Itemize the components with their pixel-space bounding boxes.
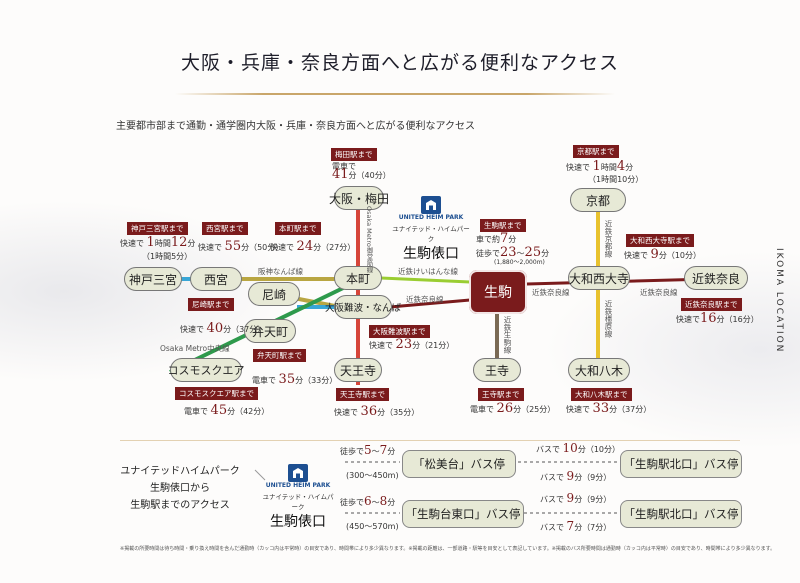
access-namba-time: 快速で 23分（21分） xyxy=(369,337,455,352)
walk-dist-1: (300～450m) xyxy=(346,471,399,480)
logo-jp: ユナイテッド・ハイムパーク xyxy=(392,225,470,243)
kashihara-line-label: 近鉄橿原線 xyxy=(604,300,613,338)
access-kobe-alt: （1時間5分） xyxy=(142,252,193,261)
access-kyoto-label: 京都駅まで xyxy=(573,145,619,158)
bus-stop-ikomadai-higashiguchi[interactable]: 「生駒台東口」バス停 xyxy=(402,500,524,528)
station-bentencho[interactable]: 弁天町 xyxy=(244,319,296,343)
access-cosmo-time: 電車で 45分（42分） xyxy=(184,403,270,418)
access-kobe-label: 神戸三宮駅まで xyxy=(127,222,188,235)
bus-heading: ユナイテッドハイムパーク 生駒俵口から 生駒駅までのアクセス xyxy=(120,466,240,511)
station-namba[interactable]: 大阪難波・なんば xyxy=(325,295,401,319)
kintetsu-nara-label-east: 近鉄奈良線 xyxy=(640,288,678,297)
station-cosmo-square[interactable]: コスモスクエア xyxy=(168,358,245,382)
access-ikoma-car: 車で約7分 xyxy=(476,231,517,246)
logo-name: 生駒俵口 xyxy=(403,246,459,262)
access-nishinomiya-label: 西宮駅まで xyxy=(202,222,248,235)
bus-time-2: バスで 9分（9分） xyxy=(540,469,612,483)
access-kobe-time: 快速で 1時間12分 xyxy=(120,235,196,250)
midosuji-line-label: Osaka Metro御堂筋線 xyxy=(365,206,373,273)
access-yagi-time: 快速で 33分（37分） xyxy=(566,401,652,416)
station-amagasaki[interactable]: 尼崎 xyxy=(248,282,300,306)
house-icon xyxy=(421,196,441,214)
station-kyoto[interactable]: 京都 xyxy=(570,188,626,212)
brand-logo-bus: UNITED HEIM PARK ユナイテッド・ハイムパーク 生駒俵口 xyxy=(262,464,334,531)
brand-logo: UNITED HEIM PARK ユナイテッド・ハイムパーク 生駒俵口 xyxy=(392,196,470,263)
access-tennoji-time: 快速で 36分（35分） xyxy=(334,404,420,419)
station-umeda[interactable]: 大阪・梅田 xyxy=(329,186,389,210)
station-honmachi[interactable]: 本町 xyxy=(334,266,382,290)
access-bentencho-label: 弁天町駅まで xyxy=(253,349,306,362)
bus-stop-ikoma-kitaguchi-2[interactable]: 「生駒駅北口」バス停 xyxy=(620,500,742,528)
access-umeda-time: 41分（40分） xyxy=(332,167,391,182)
station-ikoma[interactable]: 生駒 xyxy=(469,270,527,314)
station-saidaiji[interactable]: 大和西大寺 xyxy=(568,266,630,290)
kintetsu-nara-label-mid: 近鉄奈良線 xyxy=(532,288,570,297)
access-amagasaki-time: 快速で 40分（37分） xyxy=(180,321,266,336)
station-tennoji[interactable]: 天王寺 xyxy=(334,358,382,382)
access-nara-label: 近鉄奈良駅まで xyxy=(681,298,742,311)
bus-stop-shobidai[interactable]: 「松美台」バス停 xyxy=(402,450,516,478)
walk-time-1: 徒歩で5～7分 xyxy=(340,443,396,457)
bus-divider-left xyxy=(254,469,266,481)
title-divider xyxy=(175,93,615,95)
access-saidaiji-time: 快速で 9分（10分） xyxy=(624,247,702,262)
access-bentencho-time: 電車で 35分（33分） xyxy=(252,372,338,387)
kyoto-line-label: 近鉄京都線 xyxy=(604,220,613,258)
station-oji[interactable]: 王寺 xyxy=(473,358,521,382)
access-umeda-mode: 電車で xyxy=(332,162,356,171)
access-honmachi-label: 本町駅まで xyxy=(275,222,321,235)
access-saidaiji-label: 大和西大寺駅まで xyxy=(626,234,694,247)
access-kyoto-alt: （1時間10分） xyxy=(588,175,644,184)
access-kyoto-time: 快速で 1時間4分 xyxy=(566,159,634,174)
access-ikoma-dist: (1,880～2,000m) xyxy=(494,259,545,266)
access-tennoji-label: 天王寺駅まで xyxy=(336,388,389,401)
walk-dist-2: (450～570m) xyxy=(346,522,399,531)
keihanna-line xyxy=(379,276,471,284)
access-honmachi-time: 快速で 24分（27分） xyxy=(270,239,356,254)
kintetsu-nara-label-west: 近鉄奈良線 xyxy=(406,295,444,304)
page-title: 大阪・兵庫・奈良方面へと広がる便利なアクセス xyxy=(180,52,620,74)
access-namba-label: 大阪難波駅まで xyxy=(369,325,430,338)
access-umeda-label: 梅田駅まで xyxy=(331,148,377,161)
section-divider xyxy=(120,440,740,441)
subtitle: 主要都市部まで通勤・通学圏内大阪・兵庫・奈良方面へと広がる便利なアクセス xyxy=(116,121,475,132)
access-amagasaki-label: 尼崎駅まで xyxy=(188,298,234,311)
access-nishinomiya-time: 快速で 55分（50分） xyxy=(198,239,284,254)
house-icon xyxy=(288,464,308,482)
bus-time-3: バスで 9分（9分） xyxy=(540,491,612,505)
logo-en: UNITED HEIM PARK xyxy=(398,214,464,221)
station-nishinomiya[interactable]: 西宮 xyxy=(190,267,242,291)
access-oji-time: 電車で 26分（25分） xyxy=(470,401,556,416)
kintetsu-nara-line-west xyxy=(389,298,471,309)
footnote: ※掲載の所要時間は待ち時間・乗り換え時間を含んだ通勤時（カッコ内は平常時）の目安… xyxy=(120,546,776,552)
access-ikoma-walk: 徒歩で23～25分 xyxy=(476,245,550,260)
bus-time-4: バスで 7分（7分） xyxy=(540,519,612,533)
hanshin-line-label: 阪神なんば線 xyxy=(258,267,303,276)
side-label: IKOMA LOCATION xyxy=(774,248,784,354)
station-kobe-sannomiya[interactable]: 神戸三宮 xyxy=(124,267,182,291)
access-oji-label: 王寺駅まで xyxy=(478,388,524,401)
access-yagi-label: 大和八木駅まで xyxy=(571,388,632,401)
bus-time-1: バスで 10分（10分） xyxy=(536,441,621,455)
access-ikoma-label: 生駒駅まで xyxy=(480,219,526,232)
bus-stop-ikoma-kitaguchi-1[interactable]: 「生駒駅北口」バス停 xyxy=(620,450,742,478)
chuo-line-label: Osaka Metro中央線 xyxy=(160,344,230,353)
keihanna-line-label: 近鉄けいはんな線 xyxy=(398,267,458,276)
station-kintetsu-nara[interactable]: 近鉄奈良 xyxy=(684,266,748,290)
walk-time-2: 徒歩で6～8分 xyxy=(340,494,396,508)
access-nara-time: 快速で16分（16分） xyxy=(676,311,759,326)
access-cosmo-label: コスモスクエア駅まで xyxy=(175,387,258,400)
station-yagi[interactable]: 大和八木 xyxy=(568,358,630,382)
ikoma-line-label: 近鉄生駒線 xyxy=(503,316,512,354)
